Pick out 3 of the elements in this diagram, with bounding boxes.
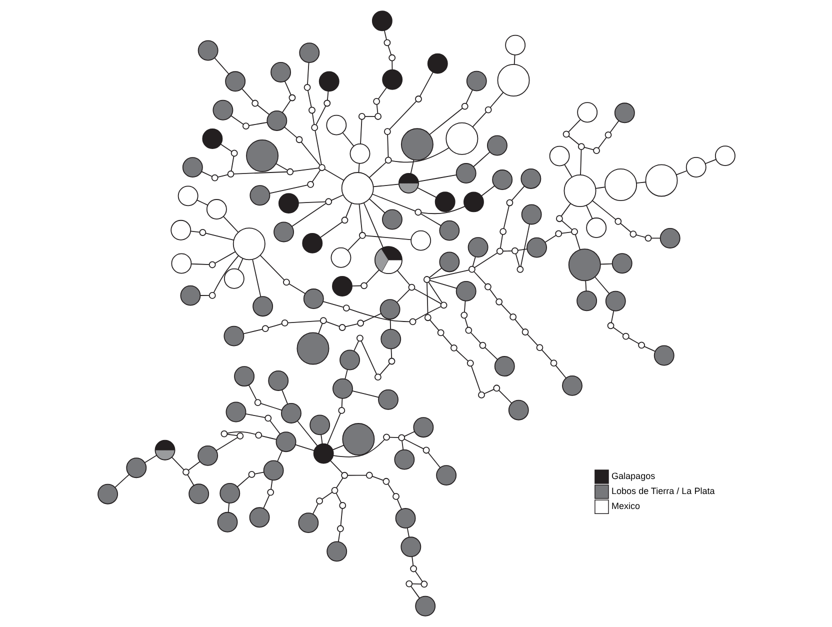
legend-label: Galapagos: [611, 471, 655, 482]
legend-label: Lobos de Tierra / La Plata: [611, 486, 714, 496]
legend-label: Mexico: [611, 501, 640, 512]
